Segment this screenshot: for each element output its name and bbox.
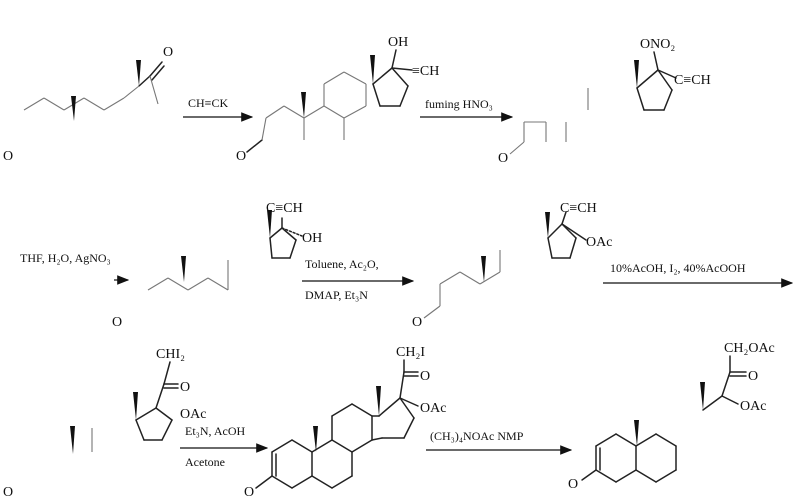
compound-1-steroid-dione: O O: [3, 45, 173, 164]
methyl-wedge-C18: [370, 55, 375, 84]
methyl-wedge-C18: [700, 382, 705, 410]
reaction-arrow-3: THF, H₂O, AgNO₃: [20, 251, 130, 285]
reagent-DMAP-Et3N: DMAP, Et₃N: [305, 288, 368, 302]
ethynyl-group-4: C≡CH: [266, 201, 303, 216]
compound-7-iodo-ketone: O CH₂I O OAc: [244, 345, 446, 500]
atom-CHI2: CHI₂: [156, 347, 185, 362]
atom-OH-4: OH: [302, 231, 322, 246]
reaction-arrow-1: CH≡CK: [183, 96, 254, 122]
compound-3-nitrate-ester: O ONO₂ C≡CH: [498, 37, 711, 166]
methyl-wedge-C19: [301, 92, 306, 118]
atom-oxo-O-8: O: [568, 477, 578, 492]
ethynyl-group-5: C≡CH: [560, 201, 597, 216]
atom-ketone-O-8: O: [748, 369, 758, 384]
atom-oxo-O-1: O: [3, 149, 13, 164]
methyl-wedge-C19: [71, 96, 76, 121]
compound-6-diiodo-ketone: O CHI₂ O OAc: [3, 347, 206, 500]
reaction-arrow-7: (CH₃)₄NOAc NMP: [426, 429, 573, 455]
atom-CH2OAc: CH₂OAc: [724, 341, 775, 356]
atom-CH2I: CH₂I: [396, 345, 425, 360]
atom-oxo-O-5: O: [412, 315, 422, 330]
ethynyl-group-2: ≡CH: [412, 64, 439, 79]
compound-4-ethynyl-alcohol: O C≡CH OH: [112, 201, 322, 330]
reagent-ethynyl-potassium: CH≡CK: [188, 96, 228, 110]
atom-OAc-8: OAc: [740, 399, 766, 414]
atom-oxo-O-2: O: [236, 149, 246, 164]
reagent-triethylamine-acetic: Et₃N, AcOH: [185, 424, 246, 438]
ethynyl-group-3: C≡CH: [674, 73, 711, 88]
reaction-arrow-2: fuming HNO₃: [420, 97, 514, 122]
compound-2-ethynyl-alcohol: O OH ≡CH: [236, 35, 439, 164]
atom-oxo-O-7: O: [244, 485, 254, 500]
reaction-arrow-6: Et₃N, AcOH Acetone: [180, 424, 269, 469]
reagent-fuming-nitric-acid: fuming HNO₃: [425, 97, 493, 111]
methyl-wedge-C18: [634, 60, 639, 88]
methyl-wedge-C18: [136, 60, 141, 86]
atom-ketone-O-6: O: [180, 380, 190, 395]
methyl-wedge-C18: [267, 210, 272, 238]
methyl-wedge-C19: [70, 426, 75, 454]
compound-5-ethynyl-acetate: O C≡CH OAc: [412, 201, 612, 330]
atom-OAc-6: OAc: [180, 407, 206, 422]
methyl-wedge-C18: [133, 392, 138, 420]
atom-ketone-O-17: O: [163, 45, 173, 60]
reagent-iodine-peracetic: 10%AcOH, I₂, 40%AcOOH: [610, 261, 746, 275]
compound-8-diacetate-product: O CH₂OAc O OAc: [568, 341, 775, 492]
methyl-wedge-C19: [634, 420, 639, 446]
reagent-silver-nitrate: THF, H₂O, AgNO₃: [20, 251, 111, 265]
atom-oxo-O-6: O: [3, 485, 13, 500]
atom-oxo-O-4: O: [112, 315, 122, 330]
reagent-acetone: Acetone: [185, 455, 225, 469]
atom-oxo-O-3: O: [498, 151, 508, 166]
atom-ONO2: ONO₂: [640, 37, 675, 52]
reagent-acetic-anhydride: Toluene, Ac₂O,: [305, 257, 379, 271]
reaction-arrow-4: Toluene, Ac₂O, DMAP, Et₃N: [302, 257, 415, 302]
methyl-wedge-C18: [545, 212, 550, 238]
atom-OAc-5: OAc: [586, 235, 612, 250]
methyl-wedge-C18: [376, 386, 381, 416]
methyl-wedge-C19: [313, 426, 318, 452]
atom-OAc-7: OAc: [420, 401, 446, 416]
atom-OH-17: OH: [388, 35, 408, 50]
atom-ketone-O-7: O: [420, 369, 430, 384]
reagent-tetramethylammonium-acetate: (CH₃)₄NOAc NMP: [430, 429, 524, 443]
methyl-wedge-C19: [481, 256, 486, 282]
reaction-arrow-5: 10%AcOH, I₂, 40%AcOOH: [603, 261, 794, 288]
methyl-wedge-C19: [181, 256, 186, 282]
